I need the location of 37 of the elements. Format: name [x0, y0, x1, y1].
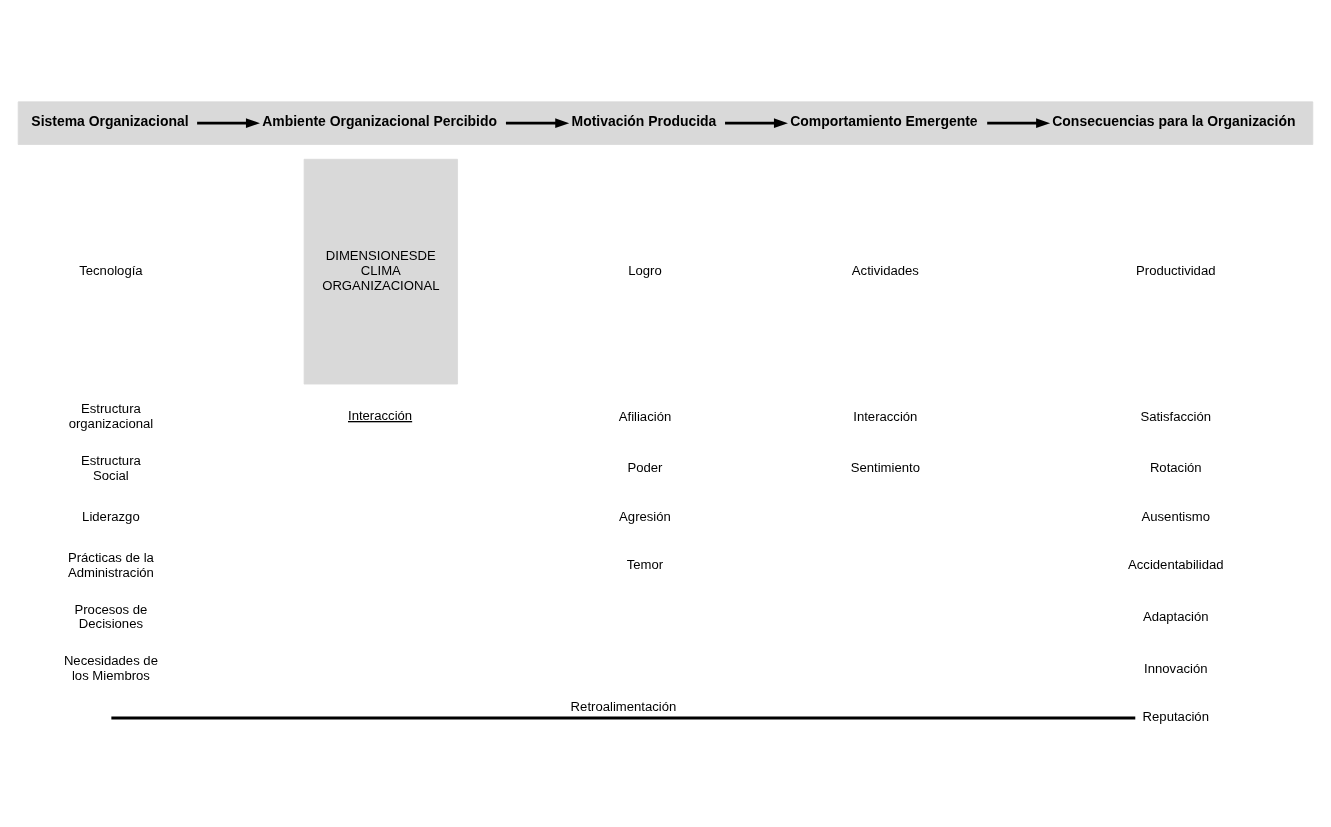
label: Productividad: [1136, 262, 1216, 278]
label: Interacción: [348, 407, 413, 423]
node-text: Ambiente Organizacional Percibido: [262, 112, 497, 129]
node-box: DIMENSIONESDE CLIMA ORGANIZACIONAL: [303, 158, 458, 384]
label: Interacción: [853, 408, 918, 424]
node-text: Sistema Organizacional: [31, 112, 189, 129]
node-text: Reputación: [1142, 708, 1209, 724]
cluster: [17, 100, 1314, 145]
label: Rotación: [1149, 459, 1202, 475]
label: Estructura organizacional: [68, 400, 154, 431]
label: Poder: [627, 459, 663, 475]
label: Prácticas de la Administración: [67, 549, 154, 580]
label: Estructura Social: [81, 452, 141, 483]
label: Temor: [626, 556, 664, 572]
label: Satisfacción: [1140, 408, 1212, 424]
label: Innovación: [1144, 660, 1208, 676]
label: Adaptación: [1142, 608, 1209, 624]
label: Procesos de Decisiones: [74, 601, 148, 631]
node-text: Comportamiento Emergente: [790, 112, 978, 129]
label: Accidentabilidad: [1128, 556, 1224, 572]
connector: [111, 716, 1136, 719]
label: Ausentismo: [1141, 508, 1211, 524]
node-text: Motivación Producida: [571, 112, 717, 129]
label: Logro: [628, 262, 662, 278]
label: Liderazgo: [82, 508, 140, 524]
label: Sentimiento: [850, 459, 920, 475]
edge-label: Retroalimentación: [570, 698, 677, 714]
node-text: Consecuencias para la Organización: [1052, 112, 1296, 129]
arrow: [197, 117, 260, 128]
label: Afiliación: [618, 408, 672, 424]
label: Actividades: [851, 262, 919, 278]
label: Necesidades de los Miembros: [63, 652, 158, 683]
arrow: [987, 117, 1051, 128]
arrow: [725, 117, 788, 128]
label: Tecnología: [79, 262, 143, 278]
label: Agresión: [619, 508, 671, 524]
arrow: [505, 117, 570, 128]
